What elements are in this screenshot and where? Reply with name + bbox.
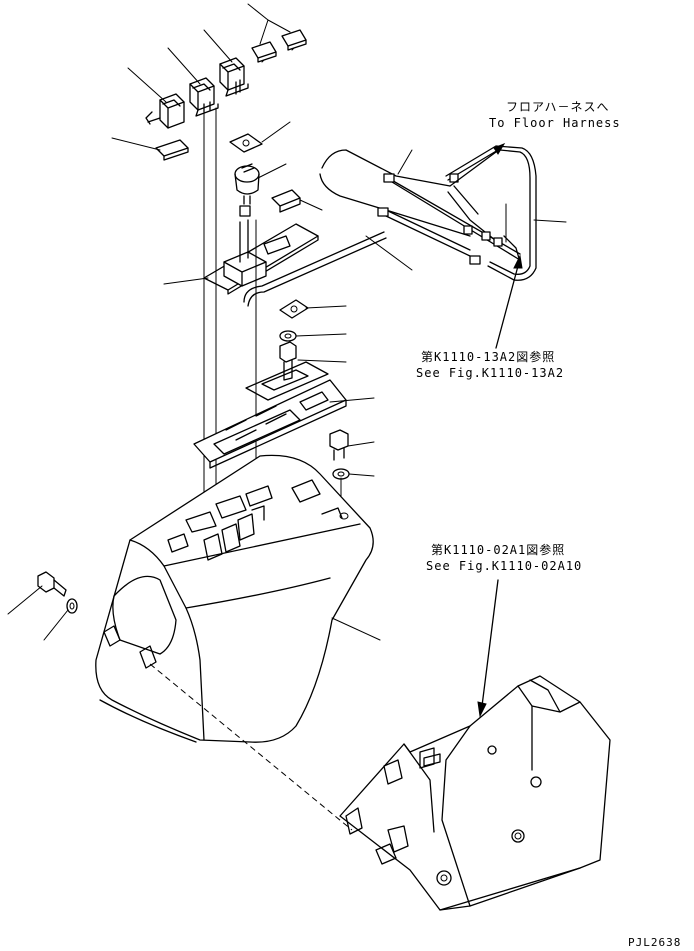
leader-console-box (331, 617, 381, 641)
leader-caps (247, 3, 291, 45)
leader-clamp (305, 305, 347, 309)
leader-side-bolt (7, 585, 43, 615)
leader-gasket (261, 121, 291, 143)
bolt-2 (329, 429, 349, 461)
leader-switch-3 (203, 29, 233, 63)
square-gasket (229, 133, 263, 153)
leader-washer-1 (295, 333, 347, 337)
leader-switch-plate (111, 137, 161, 151)
drawing-code: PJL2638 (628, 936, 682, 949)
rocker-switch-3 (219, 57, 249, 97)
cover-panel (193, 361, 347, 469)
leader-bolt-2 (347, 441, 375, 447)
leader-key-switch (257, 163, 287, 179)
lever-base-plate (203, 219, 319, 295)
rocker-switch-1 (145, 93, 185, 129)
switch-plate (155, 139, 189, 161)
leader-harness-2 (365, 235, 413, 271)
leader-washer-2 (348, 473, 375, 477)
side-bolt (37, 571, 67, 597)
clamp (279, 299, 309, 319)
ref2-arrow (477, 579, 499, 718)
small-cap (271, 189, 301, 213)
ref1-label-en: See Fig.K1110-13A2 (416, 366, 565, 380)
ref2-label-en: See Fig.K1110-02A10 (426, 559, 583, 573)
side-washer (66, 598, 78, 614)
leader-side-washer (43, 609, 69, 641)
floor-harness-label-en: To Floor Harness (489, 116, 621, 130)
frame-base (339, 675, 611, 911)
leader-small-cap (299, 199, 323, 211)
bolt-1 (279, 341, 297, 381)
rocker-switch-2 (189, 77, 219, 117)
floor-harness-label-jp: フロアハ－ネスへ (506, 100, 610, 114)
ref1-arrow (495, 254, 523, 349)
washer-1 (279, 330, 297, 342)
leader-switch-2 (167, 47, 201, 85)
leader-switch-1 (127, 67, 167, 103)
key-switch (234, 163, 260, 217)
leader-bolt-1 (297, 359, 347, 363)
ref2-label-jp: 第K1110-02A1図参照 (431, 543, 566, 557)
switch-caps (251, 29, 307, 63)
wiring-harness (243, 145, 537, 307)
floor-harness-arrow (449, 142, 506, 187)
console-box (95, 454, 374, 743)
alignment-line (149, 663, 353, 831)
leader-harness-3 (533, 219, 567, 223)
ref1-label-jp: 第K1110-13A2図参照 (421, 350, 556, 364)
leader-harness-1 (397, 149, 413, 175)
leader-cover-panel (329, 397, 375, 403)
leader-lever (163, 277, 209, 285)
console-brackets (103, 625, 157, 669)
